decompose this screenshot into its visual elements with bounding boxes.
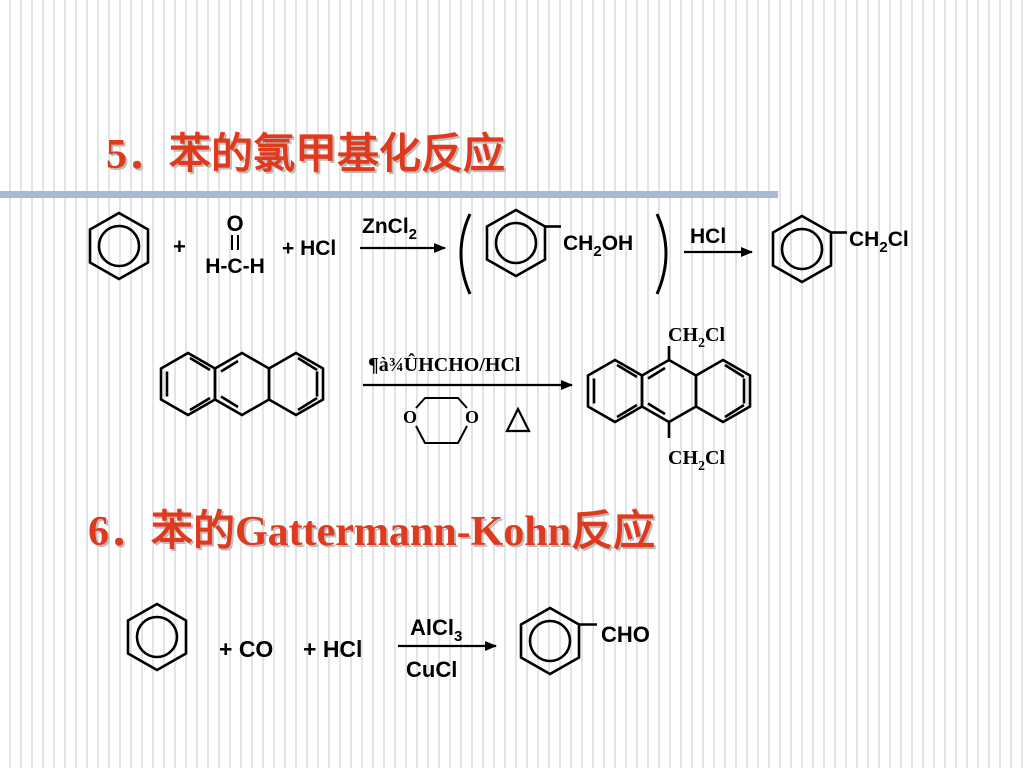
carbonyl-double-bond	[231, 235, 239, 250]
plus-sign: +	[173, 234, 186, 259]
arrow-hcl: HCl	[684, 225, 753, 257]
bracket-right	[655, 213, 668, 295]
heat-triangle-icon	[505, 406, 531, 433]
formaldehyde-formula: H-C-H	[205, 255, 264, 278]
ch2oh-label: CH2OH	[563, 232, 633, 260]
benzyl-chloride-product	[771, 214, 847, 284]
dioxane-oxygen-right: O	[465, 407, 479, 427]
zncl2-label: ZnCl2	[362, 215, 417, 243]
plus-hcl-2: + HCl	[303, 636, 362, 662]
plus-hcl: + HCl	[282, 237, 336, 260]
arrow-alcl3: AlCl3 CuCl	[398, 615, 497, 682]
reagent-label: ¶à¾ÛHCHO/HCl	[368, 352, 521, 376]
top-ch2cl-label: CH2Cl	[668, 324, 725, 351]
formaldehyde-oxygen: O	[226, 211, 243, 236]
benzaldehyde-product	[519, 606, 597, 676]
dioxane-solvent: O O	[403, 397, 479, 444]
alcl3-label: AlCl3	[410, 615, 462, 645]
ch2cl-label: CH2Cl	[849, 228, 909, 256]
bracket-left	[459, 213, 472, 295]
benzene-reactant	[88, 211, 150, 281]
benzene-reactant-2	[126, 602, 188, 672]
bottom-ch2cl-label: CH2Cl	[668, 447, 725, 474]
section-6-title: 6．苯的Gattermann-Kohn反应	[88, 509, 656, 555]
formaldehyde: O H-C-H	[205, 211, 264, 278]
dioxane-oxygen-left: O	[403, 407, 417, 427]
plus-co: + CO	[219, 636, 273, 662]
arrow-paraformaldehyde: ¶à¾ÛHCHO/HCl	[363, 352, 573, 390]
cucl-label: CuCl	[406, 657, 457, 682]
cho-label: CHO	[601, 622, 650, 647]
hcl-label: HCl	[690, 225, 726, 248]
anthracene-reactant	[159, 351, 325, 417]
title-divider	[0, 191, 778, 198]
arrow-zncl2: ZnCl2	[360, 215, 446, 253]
section-5-title: 5．苯的氯甲基化反应	[106, 132, 506, 178]
bis-chloromethyl-anthracene-product	[586, 346, 752, 438]
benzyl-alcohol-intermediate	[485, 208, 561, 278]
